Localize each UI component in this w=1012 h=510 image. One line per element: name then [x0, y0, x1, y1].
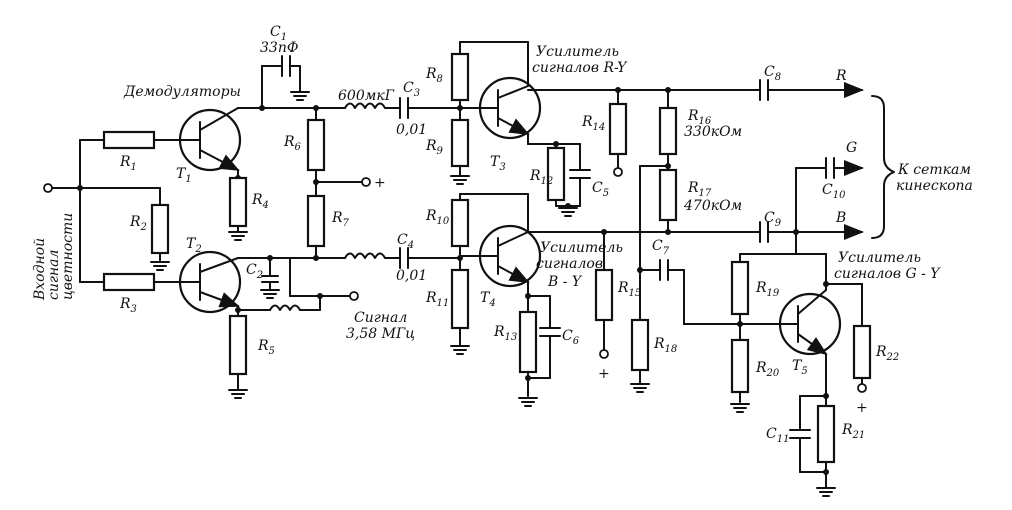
c3-ref: C3: [403, 80, 420, 99]
svg-text:Сигнал: Сигнал: [354, 310, 407, 326]
input-network: [43, 130, 197, 292]
resistor-r5: [228, 314, 248, 376]
c3-value: 0,01: [396, 122, 427, 138]
demodulators-label: Демодуляторы: [123, 84, 241, 100]
amp-gy-label-1: Усилитель: [838, 250, 921, 266]
l1-value: 600мкГ: [338, 88, 395, 104]
c1-ref: C1: [270, 24, 287, 43]
c4-value: 0,01: [396, 268, 427, 284]
r1-ref: R1: [119, 154, 137, 173]
resistor-r19: [730, 260, 750, 316]
inductor-l3: [269, 304, 301, 311]
c8-ref: C8: [764, 64, 781, 83]
t2-ref: T2: [186, 236, 202, 255]
resistor-r11: [450, 268, 470, 330]
r15-ref: R15: [617, 280, 641, 299]
inductor-l1: [344, 102, 386, 109]
svg-text:+: +: [598, 366, 610, 382]
signal-terminal: [349, 291, 359, 301]
input-label: Входной сигнал цветности: [32, 213, 76, 301]
transistor-t3: [459, 76, 542, 140]
resistor-r1: [102, 130, 156, 150]
amp-gy-label-2: сигналов G - Y: [834, 266, 941, 282]
r18-ref: R18: [653, 336, 677, 355]
r2-ref: R2: [129, 214, 147, 233]
r17-ref: R17: [687, 180, 712, 199]
svg-text:3,58 МГц: 3,58 МГц: [346, 326, 415, 342]
r12-ref: R12: [529, 168, 553, 187]
r5-ref: R5: [257, 338, 275, 357]
resistor-r20: [730, 338, 750, 394]
resistor-r22: [852, 324, 872, 380]
amp-by-label-1: Усилитель: [540, 240, 623, 256]
svg-text:+: +: [856, 400, 868, 416]
resistor-r3: [102, 272, 156, 292]
r14-ref: R14: [581, 114, 605, 133]
resistor-r2: [150, 203, 170, 255]
t1-ref: T1: [176, 166, 192, 185]
r17-value: 470кОм: [683, 198, 742, 214]
t5-ref: T5: [792, 358, 808, 377]
resistor-r7: [306, 194, 326, 248]
resistor-r18: [630, 318, 650, 372]
resistor-r10: [450, 198, 470, 248]
resistor-r15: [594, 268, 614, 322]
resistor-r6: [306, 118, 326, 172]
inductor-l2: [344, 252, 386, 259]
amp-by-label-3: B - Y: [547, 274, 583, 290]
c1-value: 33пФ: [260, 40, 298, 56]
r16-ref: R16: [687, 108, 712, 127]
c11-ref: C11: [766, 426, 789, 445]
c9-ref: C9: [764, 210, 782, 229]
transistor-t2: [178, 250, 242, 314]
resistor-r8: [450, 52, 470, 102]
resistor-r14: [608, 102, 628, 156]
input-terminal: [43, 183, 53, 193]
transistor-t4: [459, 224, 542, 288]
r16-value: 330кОм: [684, 124, 742, 140]
r20-ref: R20: [755, 360, 780, 379]
to-grids-label-1: К сеткам: [897, 162, 971, 178]
transistor-t1: [178, 107, 242, 172]
to-grids-label-2: кинескопа: [896, 178, 973, 194]
resistor-r17: [658, 168, 678, 222]
output-r: R: [835, 68, 847, 84]
r3-ref: R3: [119, 296, 137, 315]
output-brace: [871, 95, 895, 239]
c6-ref: C6: [562, 328, 580, 347]
resistor-r9: [450, 118, 470, 168]
r11-ref: R11: [425, 290, 449, 309]
resistor-r13: [518, 310, 538, 374]
output-g: G: [846, 140, 857, 156]
c2-ref: C2: [246, 262, 263, 281]
r8-ref: R8: [425, 66, 443, 85]
c10-ref: C10: [822, 182, 846, 201]
c7-ref: C7: [652, 238, 670, 257]
resistor-r12: [546, 146, 566, 202]
amp-by-label-2: сигналов: [536, 256, 603, 272]
output-b: B: [835, 210, 846, 226]
c5-ref: C5: [592, 180, 609, 199]
r21-ref: R21: [841, 422, 865, 441]
r4-ref: R4: [251, 192, 269, 211]
resistor-r21: [816, 404, 836, 464]
transistor-t5: [778, 289, 842, 356]
svg-text:+: +: [374, 175, 386, 191]
r10-ref: R10: [425, 208, 450, 227]
resistor-r16: [658, 106, 678, 156]
r13-ref: R13: [493, 324, 517, 343]
r19-ref: R19: [755, 280, 780, 299]
r22-ref: R22: [875, 344, 899, 363]
r9-ref: R9: [425, 138, 444, 157]
r6-ref: R6: [283, 134, 302, 153]
t3-ref: T3: [490, 154, 506, 173]
c4-ref: C4: [397, 232, 414, 251]
t4-ref: T4: [480, 290, 496, 309]
amp-ry-label-2: сигналов R-Y: [532, 60, 628, 76]
resistor-r4: [228, 176, 248, 228]
amp-ry-label-1: Усилитель: [536, 44, 619, 60]
r7-ref: R7: [331, 210, 350, 229]
